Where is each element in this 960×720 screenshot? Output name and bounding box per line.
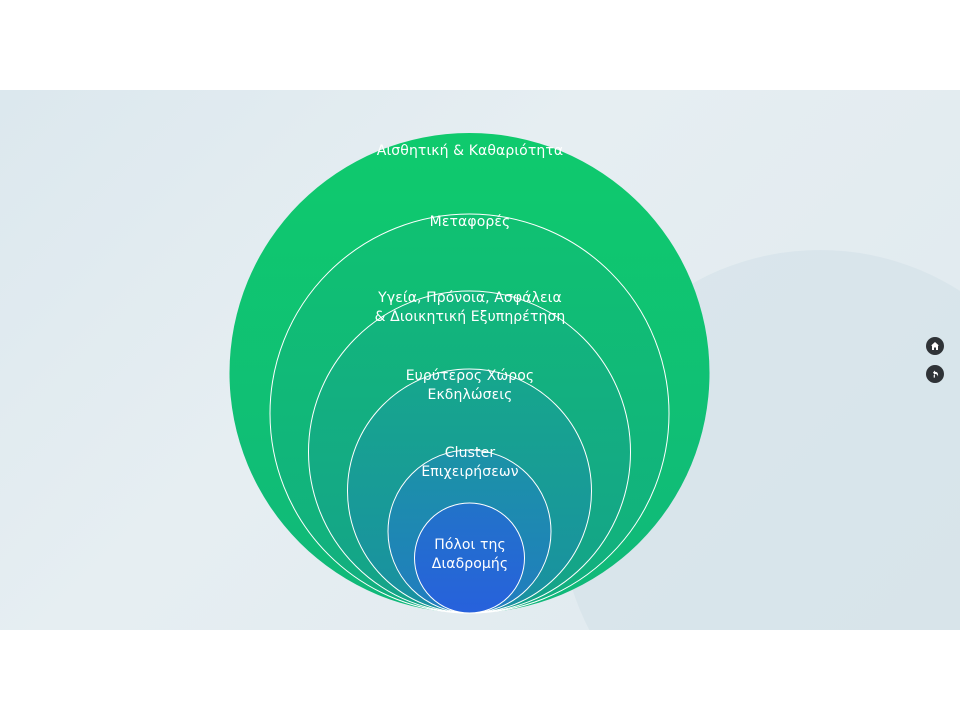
home-button[interactable] xyxy=(926,337,944,355)
nested-circles-diagram xyxy=(229,133,710,614)
slide: Αισθητική & Καθαριότητα Μεταφορές Υγεία,… xyxy=(0,90,960,630)
ring-label-aesthetics: Αισθητική & Καθαριότητα xyxy=(0,142,940,161)
ring-label-line: Επιχειρήσεων xyxy=(421,464,519,480)
ring-label-cluster: Cluster Επιχειρήσεων xyxy=(0,444,940,482)
home-icon xyxy=(931,342,939,350)
ring-label-health: Υγεία, Πρόνοια, Ασφάλεια & Διοικητική Εξ… xyxy=(0,289,940,327)
back-icon xyxy=(933,370,939,378)
ring-label-poles: Πόλοι της Διαδρομής xyxy=(0,536,940,574)
ring-label-wider-area: Ευρύτερος Χώρος Εκδηλώσεις xyxy=(0,367,940,405)
back-button[interactable] xyxy=(926,365,944,383)
ring-label-line: Αισθητική & Καθαριότητα xyxy=(376,143,564,159)
ring-label-line: Μεταφορές xyxy=(429,214,511,230)
ring-label-line: Υγεία, Πρόνοια, Ασφάλεια xyxy=(378,290,562,306)
ring-poles xyxy=(414,502,525,614)
ring-label-line: Εκδηλώσεις xyxy=(427,387,513,403)
ring-label-line: Cluster xyxy=(444,445,496,461)
ring-label-line: Ευρύτερος Χώρος xyxy=(405,368,535,384)
ring-label-line: Πόλοι της xyxy=(434,537,506,553)
ring-label-line: Διαδρομής xyxy=(431,556,509,572)
ring-label-transport: Μεταφορές xyxy=(0,213,940,232)
ring-label-line: & Διοικητική Εξυπηρέτηση xyxy=(374,309,566,325)
